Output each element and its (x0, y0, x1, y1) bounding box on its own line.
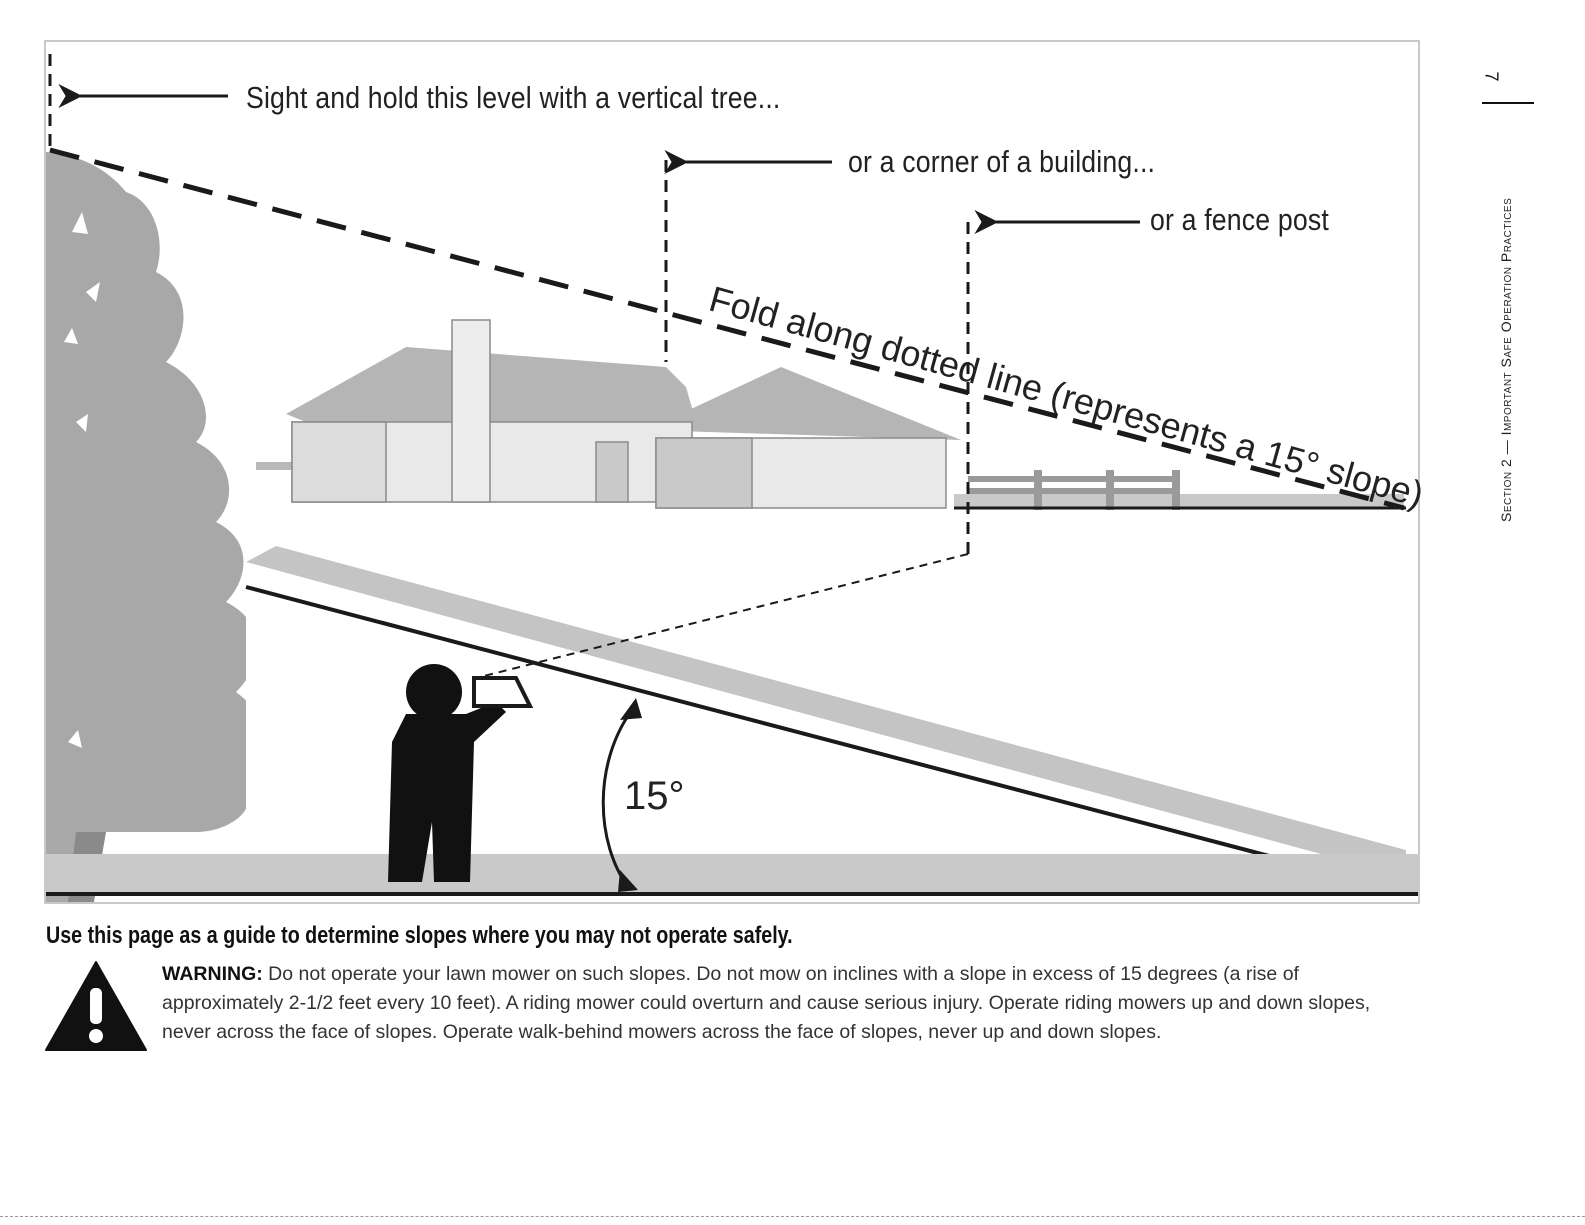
angle-arc (601, 698, 642, 892)
slope-guide-illustration: Sight and hold this level with a vertica… (44, 40, 1428, 904)
fold-line (48, 54, 1405, 679)
slope-scene (46, 54, 1418, 902)
warning-label: WARNING: (162, 963, 263, 985)
callout-fence: or a fence post (1150, 202, 1329, 237)
bottom-rule (0, 1216, 1585, 1217)
warning-triangle-icon (45, 961, 147, 1051)
fence-drawing (954, 470, 1406, 510)
callout-arrows (58, 84, 1140, 234)
house-drawing (256, 319, 961, 509)
tree-silhouette (46, 152, 268, 902)
angle-label: 15° (624, 774, 685, 818)
tab-rule (1482, 102, 1534, 104)
page-number: 7 (1481, 71, 1502, 82)
callout-tree: Sight and hold this level with a vertica… (246, 80, 781, 115)
warning-block: WARNING: Do not operate your lawn mower … (44, 960, 1384, 1080)
guide-heading: Use this page as a guide to determine sl… (46, 922, 793, 949)
warning-body: Do not operate your lawn mower on such s… (162, 963, 1371, 1043)
section-title: Section 2 — Important Safe Operation Pra… (1498, 197, 1514, 522)
callout-building: or a corner of a building... (848, 144, 1156, 179)
warning-text: WARNING: Do not operate your lawn mower … (162, 960, 1372, 1047)
person-silhouette (388, 664, 534, 882)
hillside (46, 546, 1418, 902)
